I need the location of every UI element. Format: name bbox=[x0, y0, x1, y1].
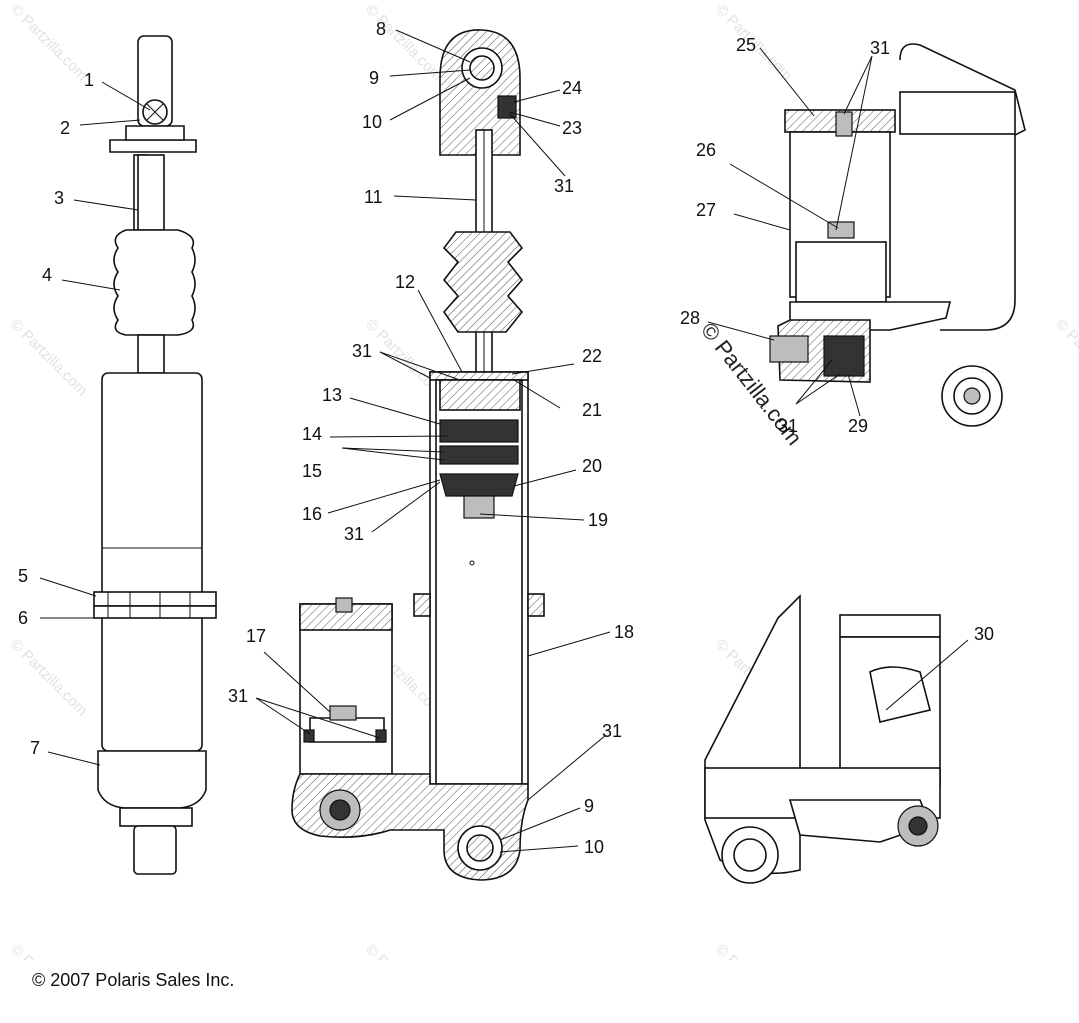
watermark: © Partzilla.com bbox=[7, 636, 90, 719]
callout-15: 15 bbox=[302, 461, 322, 481]
callout-labels: 1 2 3 4 5 6 7 8 9 10 11 12 31 13 14 15 1… bbox=[18, 19, 994, 857]
watermark: © Partzilla.com bbox=[7, 941, 90, 960]
callout-16: 16 bbox=[302, 504, 322, 524]
callout-27: 27 bbox=[696, 200, 716, 220]
callout-5: 5 bbox=[18, 566, 28, 586]
callout-9-b: 9 bbox=[584, 796, 594, 816]
callout-7: 7 bbox=[30, 738, 40, 758]
callout-29: 29 bbox=[848, 416, 868, 436]
callout-14: 14 bbox=[302, 424, 322, 444]
callout-31-f: 31 bbox=[870, 38, 890, 58]
reservoir-cutaway-view: © Partzilla.com bbox=[696, 43, 1026, 450]
callout-3: 3 bbox=[54, 188, 64, 208]
callout-10: 10 bbox=[362, 112, 382, 132]
callout-22: 22 bbox=[582, 346, 602, 366]
callout-31-d: 31 bbox=[228, 686, 248, 706]
cutaway-shock-view bbox=[291, 29, 545, 881]
callout-2: 2 bbox=[60, 118, 70, 138]
callout-31-g: 31 bbox=[778, 416, 798, 436]
watermark: © Partzilla.com bbox=[362, 941, 445, 960]
callout-30: 30 bbox=[974, 624, 994, 644]
callout-21: 21 bbox=[582, 400, 602, 420]
callout-31-c: 31 bbox=[554, 176, 574, 196]
callout-13: 13 bbox=[322, 385, 342, 405]
callout-19: 19 bbox=[588, 510, 608, 530]
callout-17: 17 bbox=[246, 626, 266, 646]
callout-31-a: 31 bbox=[352, 341, 372, 361]
callout-6: 6 bbox=[18, 608, 28, 628]
callout-1: 1 bbox=[84, 70, 94, 90]
callout-11: 11 bbox=[364, 187, 383, 207]
callout-9: 9 bbox=[369, 68, 379, 88]
callout-20: 20 bbox=[582, 456, 602, 476]
callout-26: 26 bbox=[696, 140, 716, 160]
callout-31-b: 31 bbox=[344, 524, 364, 544]
callout-18: 18 bbox=[614, 622, 634, 642]
leader-lines bbox=[39, 29, 969, 853]
callout-8: 8 bbox=[376, 19, 386, 39]
watermark: © Partzilla.com bbox=[712, 941, 795, 960]
callout-23: 23 bbox=[562, 118, 582, 138]
callout-28: 28 bbox=[680, 308, 700, 328]
copyright-notice: © 2007 Polaris Sales Inc. bbox=[32, 970, 235, 990]
callout-25: 25 bbox=[736, 35, 756, 55]
exterior-shock-view bbox=[93, 35, 217, 875]
callout-12: 12 bbox=[395, 272, 415, 292]
reservoir-exterior-view bbox=[704, 594, 941, 884]
callout-10-b: 10 bbox=[584, 837, 604, 857]
callout-31-e: 31 bbox=[602, 721, 622, 741]
watermark: © Partzilla.com bbox=[7, 316, 90, 399]
callout-4: 4 bbox=[42, 265, 52, 285]
watermark: © Partzilla.com bbox=[7, 1, 90, 84]
watermark: © Partzilla.com bbox=[1052, 316, 1079, 399]
callout-24: 24 bbox=[562, 78, 582, 98]
shock-absorber-exploded-diagram: © Partzilla.com © Partzilla.com © Partzi… bbox=[7, 1, 1079, 960]
